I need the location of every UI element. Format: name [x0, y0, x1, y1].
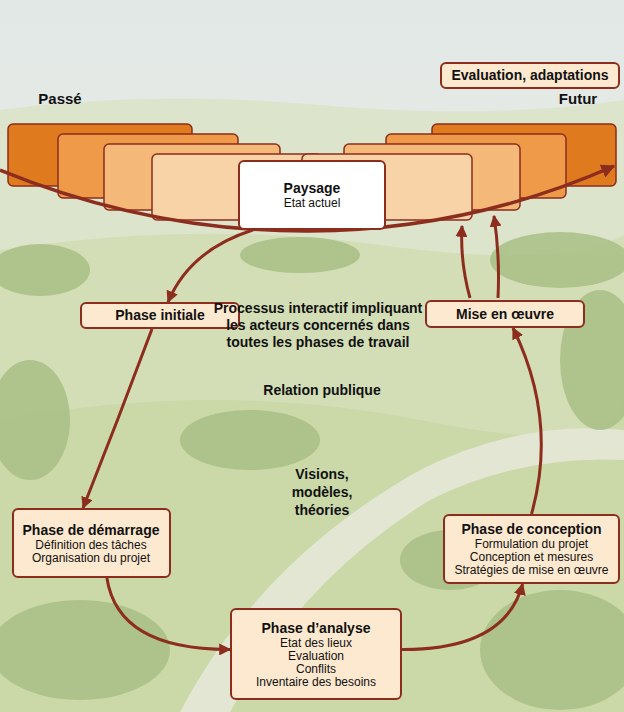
box-item: Formulation du projet	[475, 538, 588, 551]
box-item: Inventaire des besoins	[256, 676, 376, 689]
box-heading: Paysage	[284, 180, 341, 197]
feedback-arrow	[462, 226, 470, 298]
cycle-arrow	[83, 329, 152, 508]
trees	[0, 232, 624, 710]
box-item: Définition des tâches	[35, 539, 146, 552]
box-item: Conflits	[296, 663, 336, 676]
phase-box: Mise en œuvre	[425, 300, 585, 328]
landscape-box: PaysageEtat actuel	[238, 160, 386, 230]
feedback-box: Evaluation, adaptations	[440, 62, 620, 89]
feedback-arrow	[494, 216, 499, 298]
box-heading: Phase initiale	[115, 307, 204, 324]
cycle-arrow	[513, 328, 541, 514]
box-item: Etat actuel	[284, 197, 341, 210]
box-item: Evaluation	[288, 650, 344, 663]
box-item: Stratégies de mise en œuvre	[454, 564, 608, 577]
phase-box: Phase d’analyseEtat des lieuxEvaluationC…	[230, 608, 402, 700]
box-heading: Evaluation, adaptations	[451, 67, 608, 84]
phase-box: Phase de démarrageDéfinition des tâchesO…	[12, 508, 171, 578]
center-note: Relation publique	[222, 382, 422, 399]
phase-box: Phase de conceptionFormulation du projet…	[443, 514, 620, 584]
center-note: Visions, modèles, théories	[272, 465, 372, 519]
box-heading: Phase de conception	[461, 521, 601, 538]
box-item: Conception et mesures	[470, 551, 593, 564]
center-note: Processus interactif impliquant les acte…	[213, 300, 423, 351]
box-item: Organisation du projet	[32, 552, 150, 565]
cycle-arrow	[107, 578, 230, 649]
cycle-arrow	[402, 584, 523, 649]
cycle-arrow	[168, 230, 253, 302]
box-heading: Phase d’analyse	[262, 620, 371, 637]
box-item: Etat des lieux	[280, 637, 352, 650]
time-label: Passé	[30, 90, 90, 108]
time-label: Futur	[548, 90, 608, 108]
box-heading: Phase de démarrage	[23, 522, 160, 539]
box-heading: Mise en œuvre	[456, 306, 554, 323]
